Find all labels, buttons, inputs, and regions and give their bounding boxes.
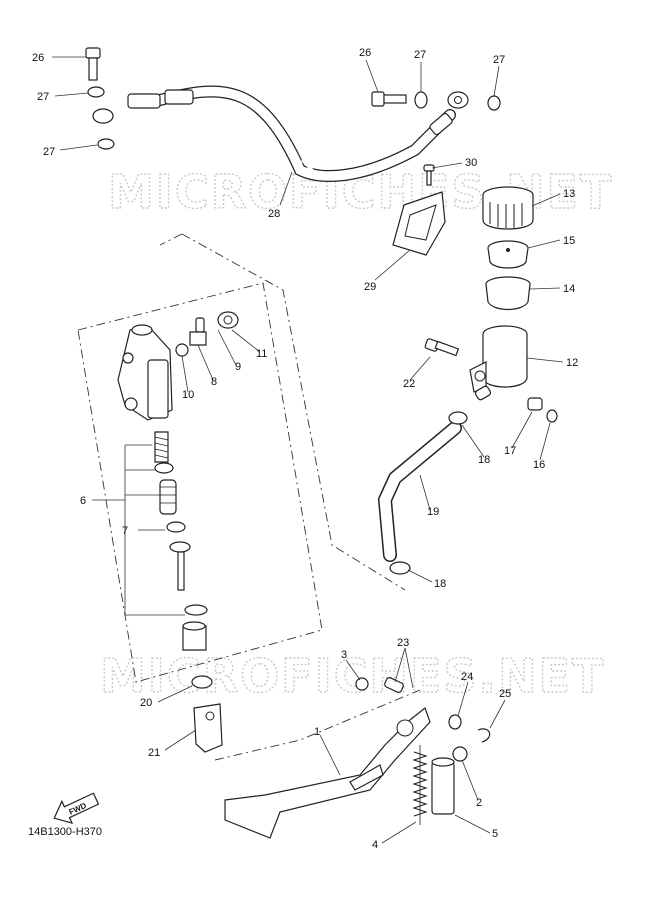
drawing-code: 14B1300-H370 <box>28 826 102 838</box>
pedal-pivot-bolt <box>355 677 404 693</box>
reservoir-hose <box>377 421 462 562</box>
callout-28: 28 <box>268 208 280 220</box>
callout-27: 27 <box>493 54 505 66</box>
callout-30: 30 <box>465 157 477 169</box>
copper-washers-left <box>87 86 115 150</box>
callout-9: 9 <box>235 361 241 373</box>
callout-4: 4 <box>372 839 378 851</box>
callout-6: 6 <box>80 495 86 507</box>
callout-17: 17 <box>504 445 516 457</box>
callout-22: 22 <box>403 378 415 390</box>
reservoir-bolt <box>424 338 460 357</box>
callout-14: 14 <box>563 283 575 295</box>
return-spring <box>412 745 428 825</box>
callout-5: 5 <box>492 828 498 840</box>
callout-3: 3 <box>341 649 347 661</box>
callout-27: 27 <box>43 146 55 158</box>
clevis <box>193 703 223 753</box>
callout-26: 26 <box>32 52 44 64</box>
callout-26: 26 <box>359 47 371 59</box>
callout-29: 29 <box>364 281 376 293</box>
callouts: 26 27 27 26 27 27 30 28 13 15 14 29 12 1… <box>32 47 578 851</box>
callout-19: 19 <box>427 506 439 518</box>
callout-2: 2 <box>476 797 482 809</box>
dust-boot <box>191 675 213 689</box>
reservoir-cap <box>482 186 534 230</box>
pedal-washer-and-pin <box>448 714 491 743</box>
callout-10: 10 <box>182 389 194 401</box>
callout-27: 27 <box>37 91 49 103</box>
watermark-bottom: MICROFICHES.NET <box>100 649 605 703</box>
callout-11: 11 <box>256 348 267 360</box>
reservoir-tank <box>469 325 528 401</box>
callout-13: 13 <box>563 188 575 200</box>
union-bolt-right <box>371 91 501 111</box>
callout-21: 21 <box>148 747 160 759</box>
assembly-outlines <box>77 233 421 761</box>
leader-lines <box>52 56 564 844</box>
callout-27: 27 <box>414 49 426 61</box>
callout-8: 8 <box>211 376 217 388</box>
callout-1: 1 <box>314 726 320 738</box>
callout-7: 7 <box>122 525 128 537</box>
brake-hose <box>127 85 469 182</box>
callout-18: 18 <box>478 454 490 466</box>
brake-pedal <box>224 707 431 839</box>
hose-joint <box>527 397 558 423</box>
master-cylinder-body <box>117 324 173 421</box>
callout-12: 12 <box>566 357 578 369</box>
hose-clip-upper <box>448 411 468 425</box>
diaphragm <box>485 276 531 311</box>
callout-23: 23 <box>397 637 409 649</box>
diaphragm-plate <box>487 240 529 269</box>
inlet-fitting <box>175 311 239 357</box>
reservoir-bracket <box>392 191 446 256</box>
callout-24: 24 <box>461 671 473 683</box>
piston-kit <box>154 431 208 651</box>
callout-16: 16 <box>533 459 545 471</box>
fwd-arrow-icon: FWD <box>53 792 100 825</box>
hose-clip-lower <box>389 561 411 575</box>
callout-15: 15 <box>563 235 575 247</box>
union-bolt-left <box>85 47 101 81</box>
callout-18: 18 <box>434 578 446 590</box>
callout-20: 20 <box>140 697 152 709</box>
callout-25: 25 <box>499 688 511 700</box>
spring-collar <box>431 746 468 815</box>
